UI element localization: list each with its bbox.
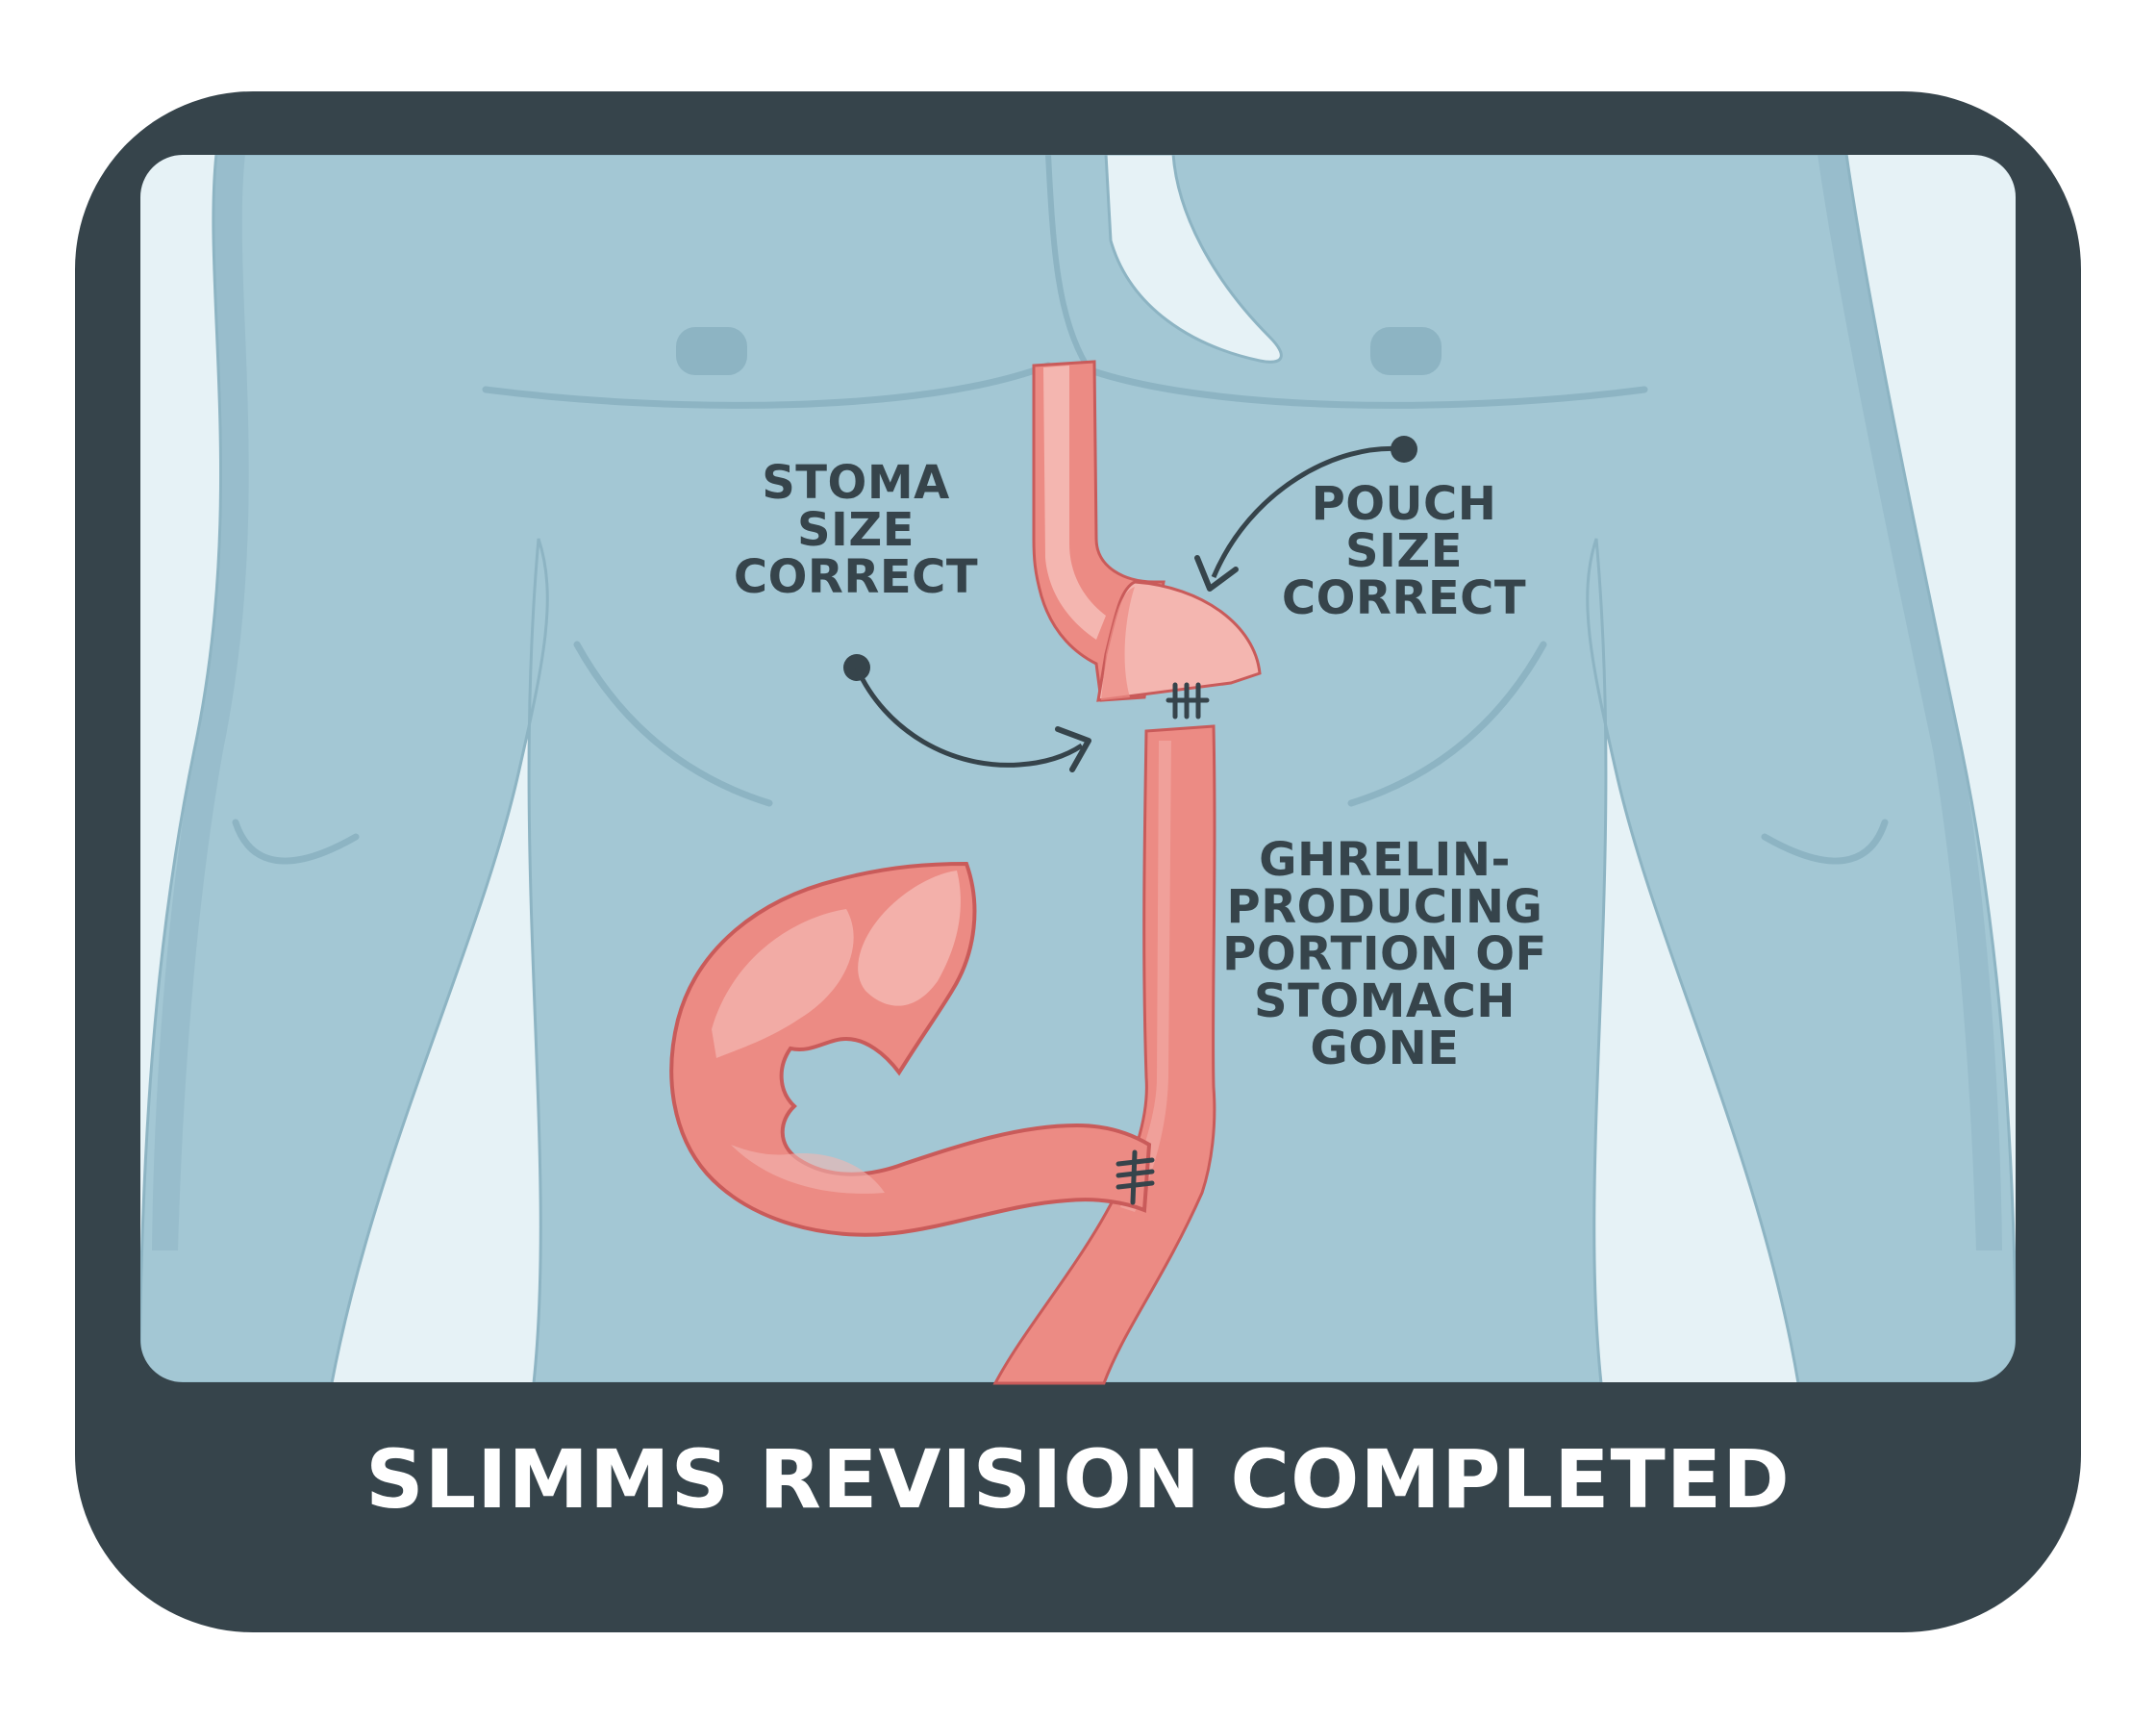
remnant-stomach-highlight-2	[712, 909, 854, 1058]
roux-limb-highlight	[1120, 741, 1171, 1212]
remnant-stomach-highlight	[858, 871, 961, 1006]
pouch-label-line: SIZE	[1344, 523, 1464, 578]
abdomen-line-left	[573, 641, 773, 807]
chest-line-right	[1073, 362, 1648, 409]
stoma-pointer-curve	[854, 666, 1084, 768]
hip-line-right	[1761, 819, 1889, 865]
ghrelin-portion-label: GHRELIN- PRODUCING PORTION OF STOMACH GO…	[1188, 837, 1582, 1073]
stoma-pointer	[843, 654, 1091, 772]
ghrelin-label-line: GONE	[1310, 1021, 1460, 1075]
pouch-label-line: POUCH	[1311, 477, 1497, 531]
right-arm-shadow	[1818, 154, 2002, 1250]
pouch-staples	[1166, 682, 1210, 720]
inner-panel	[139, 154, 2017, 1383]
pouch-fold	[1101, 587, 1135, 700]
abdomen-line-right	[1347, 641, 1547, 807]
stoma-label-line: STOMA	[762, 456, 950, 510]
remnant-stomach-highlight-3	[731, 1145, 885, 1194]
gastric-pouch	[1096, 580, 1262, 702]
ghrelin-label-line: PRODUCING	[1226, 879, 1543, 934]
torso	[139, 154, 2017, 1383]
neck-line	[1045, 154, 1090, 367]
left-arm-shadow	[152, 154, 249, 1250]
left-nipple	[676, 327, 747, 375]
neck-highlight	[1104, 154, 1283, 364]
stoma-size-label: STOMA SIZE CORRECT	[673, 460, 1039, 601]
pouch-pointer	[1194, 436, 1417, 592]
pouch-label-line: CORRECT	[1281, 570, 1527, 625]
ghrelin-label-line: PORTION OF	[1222, 926, 1547, 981]
hip-line-left	[232, 819, 360, 865]
stoma-arrowhead-icon	[1055, 726, 1091, 772]
ghrelin-label-line: STOMACH	[1254, 973, 1516, 1028]
esophagus-highlight	[1043, 366, 1106, 640]
stoma-label-line: CORRECT	[733, 549, 979, 604]
caption-title: SLIMMS REVISION COMPLETED	[365, 1432, 1791, 1527]
chest-line-left	[482, 362, 1052, 409]
right-nipple	[1370, 327, 1442, 375]
pouch-pointer-curve	[1211, 445, 1405, 578]
pouch-size-label: POUCH SIZE CORRECT	[1221, 481, 1587, 622]
stoma-label-line: SIZE	[796, 502, 915, 557]
pouch-arrowhead-icon	[1194, 555, 1239, 592]
remnant-staples	[1116, 1149, 1155, 1205]
ghrelin-label-line: GHRELIN-	[1259, 833, 1511, 887]
